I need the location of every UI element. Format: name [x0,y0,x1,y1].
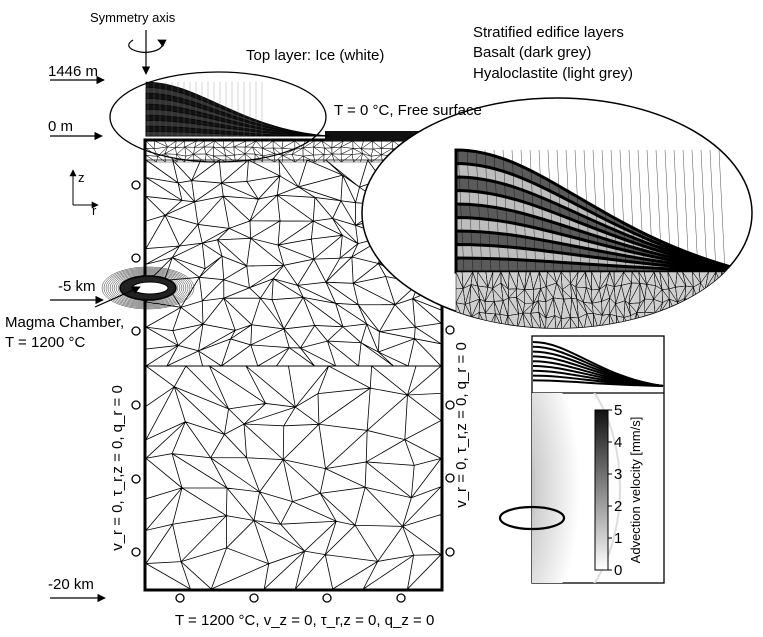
zoom-edifice-layers [454,148,752,328]
right-boundary-condition: v_r = 0, τ_r,z = 0, q_r = 0 [453,342,470,508]
depth-label-20km: -20 km [48,576,94,593]
rotation-arrow-icon [128,39,167,53]
depth-label-top: 1446 m [48,63,98,80]
left-boundary-condition: v_r = 0, τ_r,z = 0, q_r = 0 [109,385,126,551]
colorbar [594,409,609,571]
magma-label-2: T = 1200 °C [5,334,86,351]
colorbar-title: Advection velocity [mm/s] [628,417,643,564]
edifice-highlight-ellipse [109,71,327,163]
magma-label-1: Magma Chamber, [5,314,124,331]
refined-mesh-top [145,140,442,163]
free-surface-label: T = 0 °C, Free surface [334,102,482,119]
symmetry-axis-label: Symmetry axis [90,10,176,25]
colorbar-tick-label: 2 [614,498,622,515]
velocity-magma-outline [498,505,566,531]
edifice-title-label: Stratified edifice layers [473,24,624,41]
ice-surface-band [325,131,443,141]
domain-boundary [143,138,444,592]
velocity-inset: 0 1 2 3 4 5 Advection velocity [mm/s] [498,335,665,584]
edifice-layers [145,81,331,137]
velocity-inset-edifice [532,341,664,387]
colorbar-tick-label: 0 [614,562,622,579]
edifice-basalt-label: Basalt (dark grey) [473,44,591,61]
edifice-hyalo-label: Hyaloclastite (light grey) [473,65,633,82]
bottom-boundary-condition: T = 1200 °C, v_z = 0, τ_r,z = 0, q_z = 0 [175,612,434,629]
colorbar-tick-label: 1 [614,530,622,547]
finite-element-mesh [144,158,443,591]
depth-label-zero: 0 m [48,118,73,135]
axis-label-z: z [78,170,85,185]
colorbar-tick-label: 4 [614,434,622,451]
colorbar-tick-label: 5 [614,402,622,419]
depth-label-5km: -5 km [58,278,96,295]
magma-chamber-mesh [101,266,195,310]
colorbar-tick-label: 3 [614,466,622,483]
magma-pointer-arrow [94,286,141,308]
zoom-inset [361,97,753,329]
top-layer-label: Top layer: Ice (white) [246,47,384,64]
axis-label-r: r [92,203,97,218]
colorbar-ticks: 0 1 2 3 4 5 [608,402,622,579]
roller-support-icon [131,180,455,603]
